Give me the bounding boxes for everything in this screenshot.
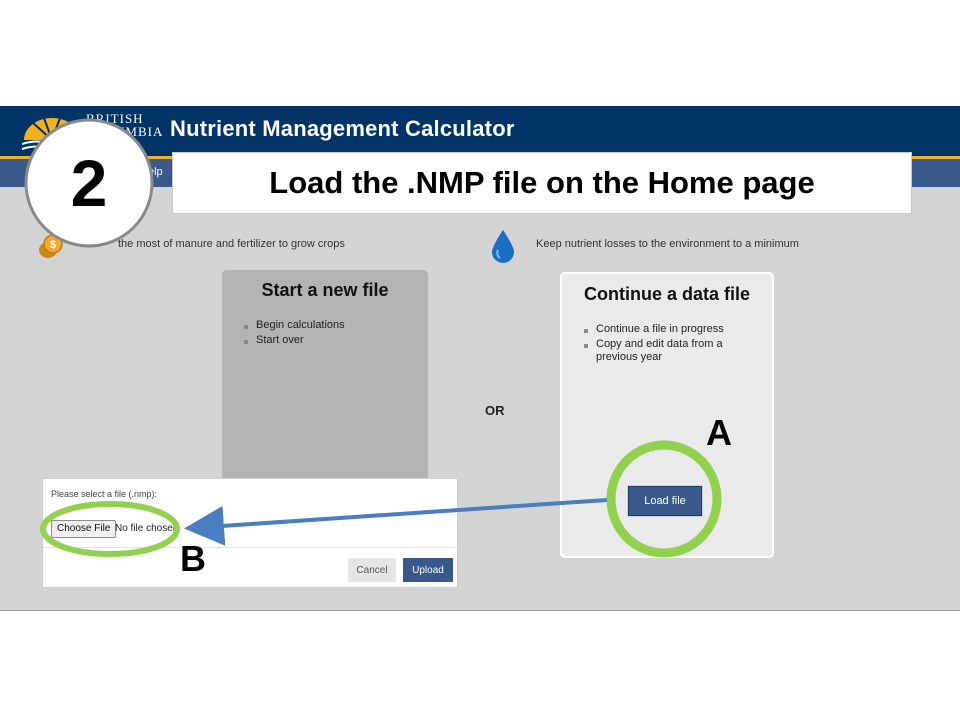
continue-file-list: Continue a file in progress Copy and edi… bbox=[582, 323, 742, 364]
list-item: Start over bbox=[242, 334, 428, 347]
load-file-button[interactable]: Load file bbox=[628, 486, 702, 516]
upload-button[interactable]: Upload bbox=[403, 558, 453, 582]
money-icon: $ bbox=[39, 234, 63, 258]
step-number: 2 bbox=[70, 146, 108, 220]
continue-file-title: Continue a data file bbox=[583, 284, 751, 304]
or-label: OR bbox=[485, 403, 505, 418]
svg-text:$: $ bbox=[50, 239, 56, 251]
water-drop-icon bbox=[492, 230, 514, 263]
marker-a-label: A bbox=[706, 412, 732, 453]
highlight-ring-a bbox=[606, 440, 722, 558]
new-file-title: Start a new file bbox=[261, 280, 389, 300]
list-item: Copy and edit data from a previous year bbox=[582, 338, 742, 364]
file-upload-dialog: Please select a file (.nmp): Choose File… bbox=[42, 478, 458, 588]
app-title: Nutrient Management Calculator bbox=[170, 116, 515, 141]
app-header: BRITISH COLUMBIA Nutrient Management Cal… bbox=[0, 106, 960, 159]
dialog-divider bbox=[43, 547, 457, 548]
file-select-prompt: Please select a file (.nmp): bbox=[51, 489, 158, 499]
tagline-left: the most of manure and fertilizer to gro… bbox=[118, 238, 345, 250]
highlight-ring-b bbox=[40, 501, 180, 557]
cancel-button[interactable]: Cancel bbox=[348, 558, 396, 582]
list-item: Begin calculations bbox=[242, 319, 428, 332]
marker-b-label: B bbox=[180, 538, 206, 579]
choose-file-button[interactable]: Choose File bbox=[51, 520, 117, 538]
tagline-right: Keep nutrient losses to the environment … bbox=[536, 238, 799, 250]
step-badge-circle bbox=[24, 118, 154, 248]
no-file-chosen-text: No file chosen bbox=[115, 523, 179, 534]
list-item: Continue a file in progress bbox=[582, 323, 742, 336]
pointer-arrow bbox=[184, 498, 608, 546]
instruction-callout: Load the .NMP file on the Home page bbox=[172, 152, 912, 214]
new-file-list: Begin calculations Start over bbox=[242, 319, 428, 347]
new-file-card[interactable]: Start a new file Begin calculations Star… bbox=[222, 270, 428, 482]
